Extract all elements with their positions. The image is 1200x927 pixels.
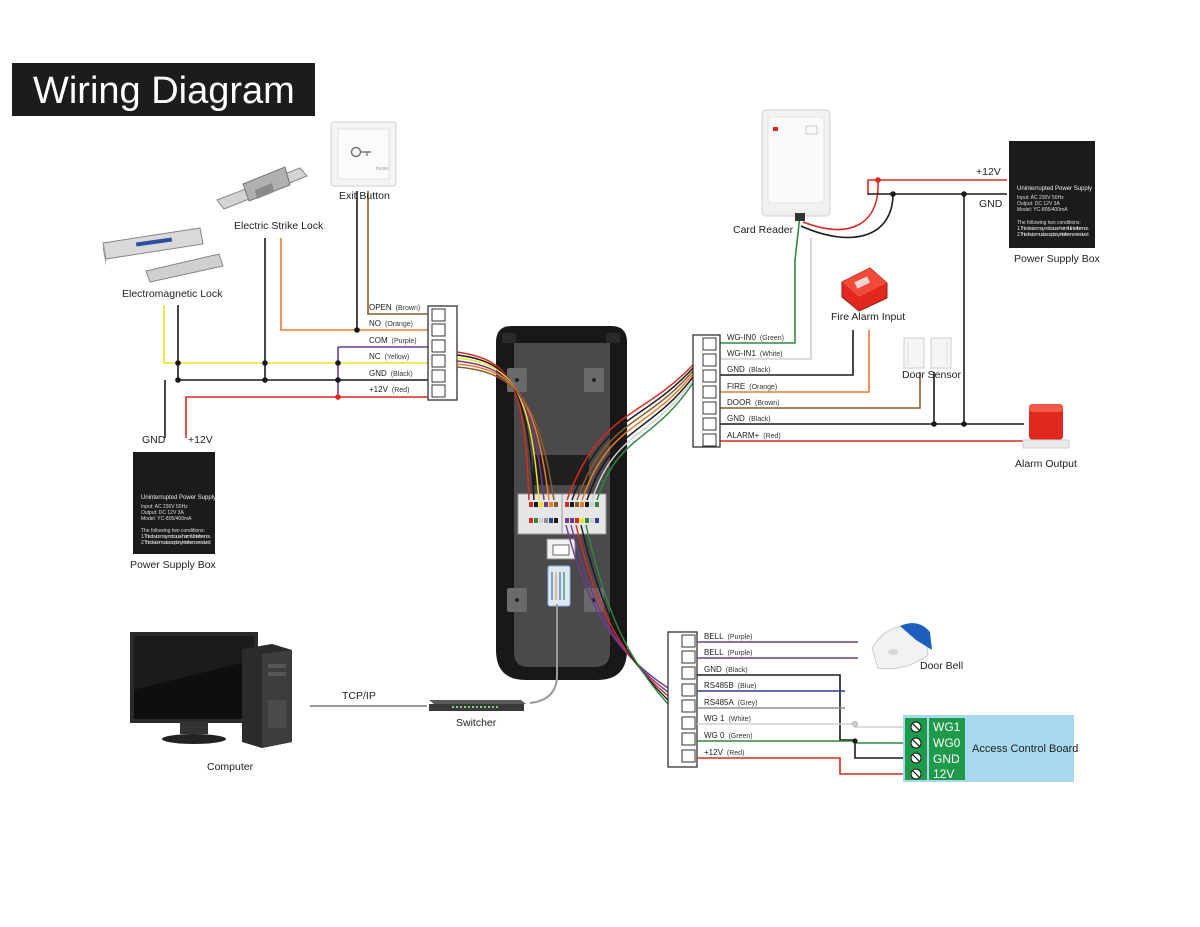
access-control-board: WG1 WG0 GND 12V Access Control Board (903, 715, 1078, 782)
door-sensor-icon (903, 337, 952, 369)
svg-text:NC(Yellow): NC(Yellow) (369, 352, 409, 361)
svg-text:GND(Black): GND(Black) (369, 369, 413, 378)
computer-icon (130, 632, 292, 748)
svg-text:WG 1(White): WG 1(White) (704, 714, 751, 723)
svg-text:Model: YC-805/400mA: Model: YC-805/400mA (1017, 207, 1068, 213)
title-banner: Wiring Diagram (12, 63, 315, 116)
acb-pin-gnd: GND (933, 752, 960, 766)
svg-text:Uninterrupted Power Supply: Uninterrupted Power Supply (1017, 186, 1092, 192)
door-bell-label: Door Bell (920, 660, 963, 672)
lock-wiring (163, 191, 428, 438)
input-terminal-labels: WG-IN0(Green) WG-IN1(White) GND(Black) F… (727, 333, 784, 440)
svg-text:GND(Black): GND(Black) (727, 414, 771, 423)
alarm-output-icon (1022, 404, 1070, 449)
lock-wire-junctions (175, 327, 360, 400)
svg-text:Input: AC 230V 50Hz: Input: AC 230V 50Hz (1017, 195, 1064, 201)
electromagnetic-lock-icon (102, 227, 224, 283)
svg-text:Uninterrupted Power Supply: Uninterrupted Power Supply (141, 495, 216, 501)
svg-text:GND(Black): GND(Black) (704, 665, 748, 674)
switcher-label: Switcher (456, 717, 497, 729)
access-control-reader-device (496, 326, 627, 680)
electric-strike-lock-label: Electric Strike Lock (234, 220, 324, 232)
output-wire-junctions (852, 721, 858, 744)
svg-text:1. This device may not cause h: 1. This device may not cause harmful int… (1017, 226, 1089, 232)
output-wire-bundle (565, 524, 669, 705)
svg-text:FIRE(Orange): FIRE(Orange) (727, 382, 777, 391)
tcp-ip-label: TCP/IP (342, 690, 376, 702)
alarm-output-label: Alarm Output (1015, 458, 1077, 470)
connector-pins-top (529, 502, 599, 523)
door-sensor-label: Door Sensor (902, 369, 961, 381)
svg-text:BELL(Purple): BELL(Purple) (704, 632, 752, 641)
svg-text:Output: DC 12V 3A: Output: DC 12V 3A (141, 510, 184, 516)
power-supply-box-right: Uninterrupted Power Supply Input: AC 230… (1009, 141, 1095, 248)
left-psu-12v-label: +12V (188, 434, 213, 446)
svg-text:WG 0(Green): WG 0(Green) (704, 731, 753, 740)
lock-terminal-labels: OPEN(Brown) NO(Orange) COM(Purple) NC(Ye… (369, 303, 420, 394)
svg-text:Model: YC-805/400mA: Model: YC-805/400mA (141, 516, 192, 522)
pin-gnd-label: GND (369, 369, 387, 378)
pin-no-label: NO (369, 319, 381, 328)
svg-text:WG-IN1(White): WG-IN1(White) (727, 349, 782, 358)
svg-text:PUSH: PUSH (376, 166, 389, 171)
svg-text:+12V(Red): +12V(Red) (369, 385, 409, 394)
svg-text:2. This device must accept any: 2. This device must accept any interfere… (141, 540, 211, 546)
svg-text:ALARM+(Red): ALARM+(Red) (727, 431, 781, 440)
svg-text:2. This device must accept any: 2. This device must accept any interfere… (1017, 232, 1089, 238)
electric-strike-lock-icon (216, 166, 308, 210)
acb-pin-12v: 12V (933, 767, 954, 781)
left-psu-gnd-label: GND (142, 434, 166, 446)
exit-button-label: Exit Button (339, 190, 390, 202)
svg-text:BELL(Purple): BELL(Purple) (704, 648, 752, 657)
input-wire-junctions (875, 177, 967, 427)
right-psu-12v-label: +12V (976, 166, 1001, 178)
right-psu-gnd-label: GND (979, 198, 1003, 210)
card-reader-label: Card Reader (733, 224, 794, 236)
fire-alarm-input-label: Fire Alarm Input (831, 311, 905, 323)
network-cable (310, 604, 558, 707)
pin-open-label: OPEN (369, 303, 392, 312)
output-terminal-labels: BELL(Purple) BELL(Purple) GND(Black) RS4… (704, 632, 758, 757)
svg-text:The following two conditions:: The following two conditions: (1017, 220, 1081, 226)
svg-text:Input: AC 230V 50Hz: Input: AC 230V 50Hz (141, 504, 188, 510)
svg-text:OPEN(Brown): OPEN(Brown) (369, 303, 420, 312)
pin-com-label: COM (369, 336, 388, 345)
svg-text:COM(Purple): COM(Purple) (369, 336, 417, 345)
door-bell-icon (871, 623, 932, 670)
acb-pin-wg1: WG1 (933, 720, 961, 734)
input-wiring (720, 179, 1024, 442)
svg-text:RS485A(Grey): RS485A(Grey) (704, 698, 758, 707)
svg-text:Output: DC 12V 3A: Output: DC 12V 3A (1017, 201, 1060, 207)
card-reader-icon (761, 109, 831, 221)
svg-text:+12V(Red): +12V(Red) (704, 748, 744, 757)
pin-12v-label: +12V (369, 385, 389, 394)
acb-pin-wg0: WG0 (933, 736, 961, 750)
page-title: Wiring Diagram (33, 70, 295, 112)
input-terminal-block (692, 334, 721, 448)
power-supply-left-label: Power Supply Box (130, 559, 217, 571)
electromagnetic-lock-label: Electromagnetic Lock (122, 288, 223, 300)
computer-label: Computer (207, 761, 254, 773)
fire-alarm-icon (841, 267, 888, 312)
access-control-board-label: Access Control Board (972, 743, 1078, 755)
power-supply-right-label: Power Supply Box (1014, 253, 1101, 265)
switcher-icon (429, 700, 526, 711)
output-terminal-block (667, 631, 698, 768)
svg-text:WG-IN0(Green): WG-IN0(Green) (727, 333, 784, 342)
svg-text:NO(Orange): NO(Orange) (369, 319, 413, 328)
pin-nc-label: NC (369, 352, 381, 361)
lock-wire-bundle (456, 351, 555, 501)
svg-text:DOOR(Brown): DOOR(Brown) (727, 398, 780, 407)
svg-text:1. This device may not cause h: 1. This device may not cause harmful int… (141, 534, 211, 540)
lock-terminal-block (427, 305, 458, 401)
input-wire-bundle (566, 364, 694, 501)
power-supply-box-left: Uninterrupted Power Supply Input: AC 230… (133, 452, 216, 554)
svg-text:The following two conditions:: The following two conditions: (141, 528, 205, 534)
exit-button-icon: PUSH (330, 121, 397, 187)
svg-text:RS485B(Blue): RS485B(Blue) (704, 681, 756, 690)
svg-text:GND(Black): GND(Black) (727, 365, 771, 374)
